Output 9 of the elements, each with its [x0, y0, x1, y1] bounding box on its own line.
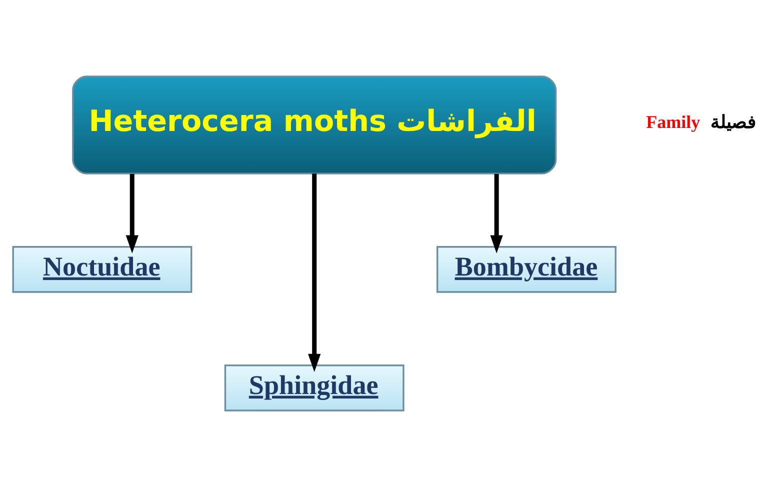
arrow — [308, 174, 321, 372]
node-box: Sphingidae — [224, 364, 404, 412]
node-box: Noctuidae — [12, 246, 192, 293]
arrow — [490, 174, 503, 254]
label: Family — [646, 112, 700, 132]
node-box: Heterocera moths الفراشات — [72, 76, 557, 174]
node-box: Bombycidae — [436, 246, 616, 293]
arrow — [126, 174, 138, 254]
label: فصيلة — [710, 112, 756, 132]
